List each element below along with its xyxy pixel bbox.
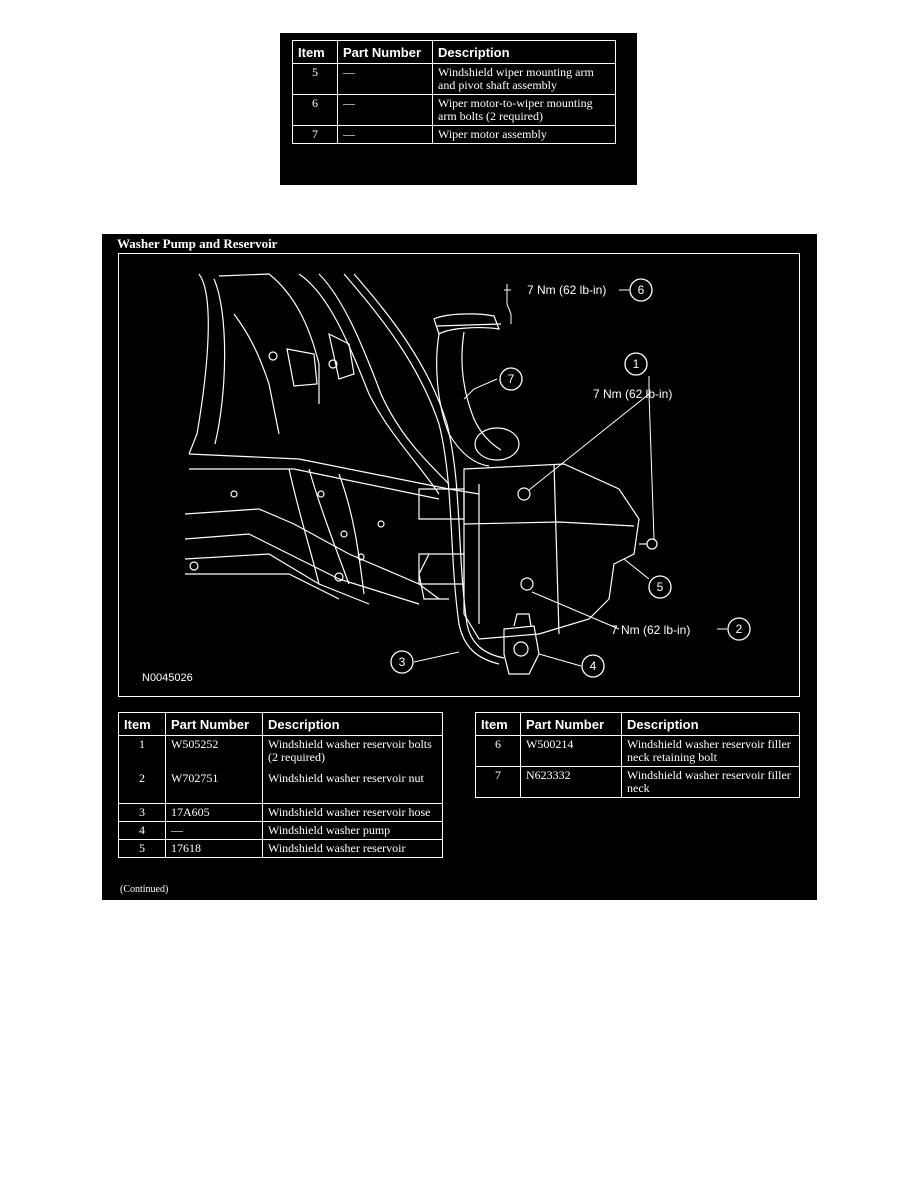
part-number-cell: N623332 <box>520 766 622 798</box>
col-header-description: Description <box>432 40 616 64</box>
continued-note: (Continued) <box>120 884 169 895</box>
description-cell: Windshield washer reservoir filler neck <box>621 766 800 798</box>
description-cell: Wiper motor assembly <box>432 125 616 144</box>
item-cell: 1 <box>118 735 166 770</box>
table-row: 6 W500214 Windshield washer reservoir fi… <box>475 735 800 767</box>
col-header-description: Description <box>621 712 800 736</box>
item-cell: 7 <box>292 125 338 144</box>
col-header-item: Item <box>475 712 521 736</box>
table-row: 7 — Wiper motor assembly <box>292 125 616 144</box>
callout-1: 1 <box>633 357 640 371</box>
table-row: 5 — Windshield wiper mounting arm and pi… <box>292 63 616 95</box>
part-number-cell: — <box>337 125 433 144</box>
item-cell: 6 <box>475 735 521 767</box>
callout-5: 5 <box>657 580 664 594</box>
callout-2: 2 <box>736 622 743 636</box>
torque-label-2: 7 Nm (62 lb-in) <box>611 623 691 637</box>
wiper-parts-table: Item Part Number Description 5 — Windshi… <box>292 40 616 144</box>
table-row: 5 17618 Windshield washer reservoir <box>118 839 443 858</box>
table-row: 4 — Windshield washer pump <box>118 821 443 840</box>
description-cell: Wiper motor-to-wiper mounting arm bolts … <box>432 94 616 126</box>
callout-4: 4 <box>590 659 597 673</box>
callout-7: 7 <box>508 372 515 386</box>
item-cell: 4 <box>118 821 166 840</box>
item-cell: 6 <box>292 94 338 126</box>
description-cell: Windshield washer reservoir filler neck … <box>621 735 800 767</box>
callout-6: 6 <box>638 283 645 297</box>
col-header-description: Description <box>262 712 443 736</box>
part-number-cell: W505252 <box>165 735 263 770</box>
col-header-part-number: Part Number <box>520 712 622 736</box>
wiper-parts-panel: Item Part Number Description 5 — Windshi… <box>280 33 637 185</box>
description-cell: Windshield wiper mounting arm and pivot … <box>432 63 616 95</box>
table-row: 3 17A605 Windshield washer reservoir hos… <box>118 803 443 822</box>
col-header-item: Item <box>292 40 338 64</box>
part-number-cell: — <box>337 94 433 126</box>
washer-illustration: 6 7 1 2 3 4 5 7 Nm (62 lb-in) 7 Nm (62 l… <box>118 253 800 697</box>
col-header-part-number: Part Number <box>165 712 263 736</box>
part-number-cell: W702751 <box>165 769 263 804</box>
item-cell: 5 <box>292 63 338 95</box>
part-number-cell: W500214 <box>520 735 622 767</box>
part-number-cell: — <box>165 821 263 840</box>
reservoir-parts-table-right: Item Part Number Description 6 W500214 W… <box>475 712 800 798</box>
description-cell: Windshield washer reservoir hose <box>262 803 443 822</box>
description-cell: Windshield washer reservoir <box>262 839 443 858</box>
torque-label-1: 7 Nm (62 lb-in) <box>593 387 673 401</box>
item-cell: 7 <box>475 766 521 798</box>
part-number-cell: 17A605 <box>165 803 263 822</box>
description-cell: Windshield washer pump <box>262 821 443 840</box>
table-row: 2 W702751 Windshield washer reservoir nu… <box>118 769 443 804</box>
item-cell: 2 <box>118 769 166 804</box>
figure-id: N0045026 <box>142 672 193 684</box>
description-cell: Windshield washer reservoir nut <box>262 769 443 804</box>
washer-pump-panel: Washer Pump and Reservoir <box>102 234 817 900</box>
figure-title: Washer Pump and Reservoir <box>117 236 278 251</box>
torque-label-6: 7 Nm (62 lb-in) <box>527 283 607 297</box>
table-row: 1 W505252 Windshield washer reservoir bo… <box>118 735 443 770</box>
item-cell: 5 <box>118 839 166 858</box>
col-header-part-number: Part Number <box>337 40 433 64</box>
reservoir-parts-table-left: Item Part Number Description 1 W505252 W… <box>118 712 443 858</box>
item-cell: 3 <box>118 803 166 822</box>
part-number-cell: — <box>337 63 433 95</box>
table-row: 7 N623332 Windshield washer reservoir fi… <box>475 766 800 798</box>
part-number-cell: 17618 <box>165 839 263 858</box>
col-header-item: Item <box>118 712 166 736</box>
table-row: 6 — Wiper motor-to-wiper mounting arm bo… <box>292 94 616 126</box>
illustration-drawing: 6 7 1 2 3 4 5 <box>184 273 751 678</box>
callout-3: 3 <box>399 655 406 669</box>
description-cell: Windshield washer reservoir bolts (2 req… <box>262 735 443 770</box>
